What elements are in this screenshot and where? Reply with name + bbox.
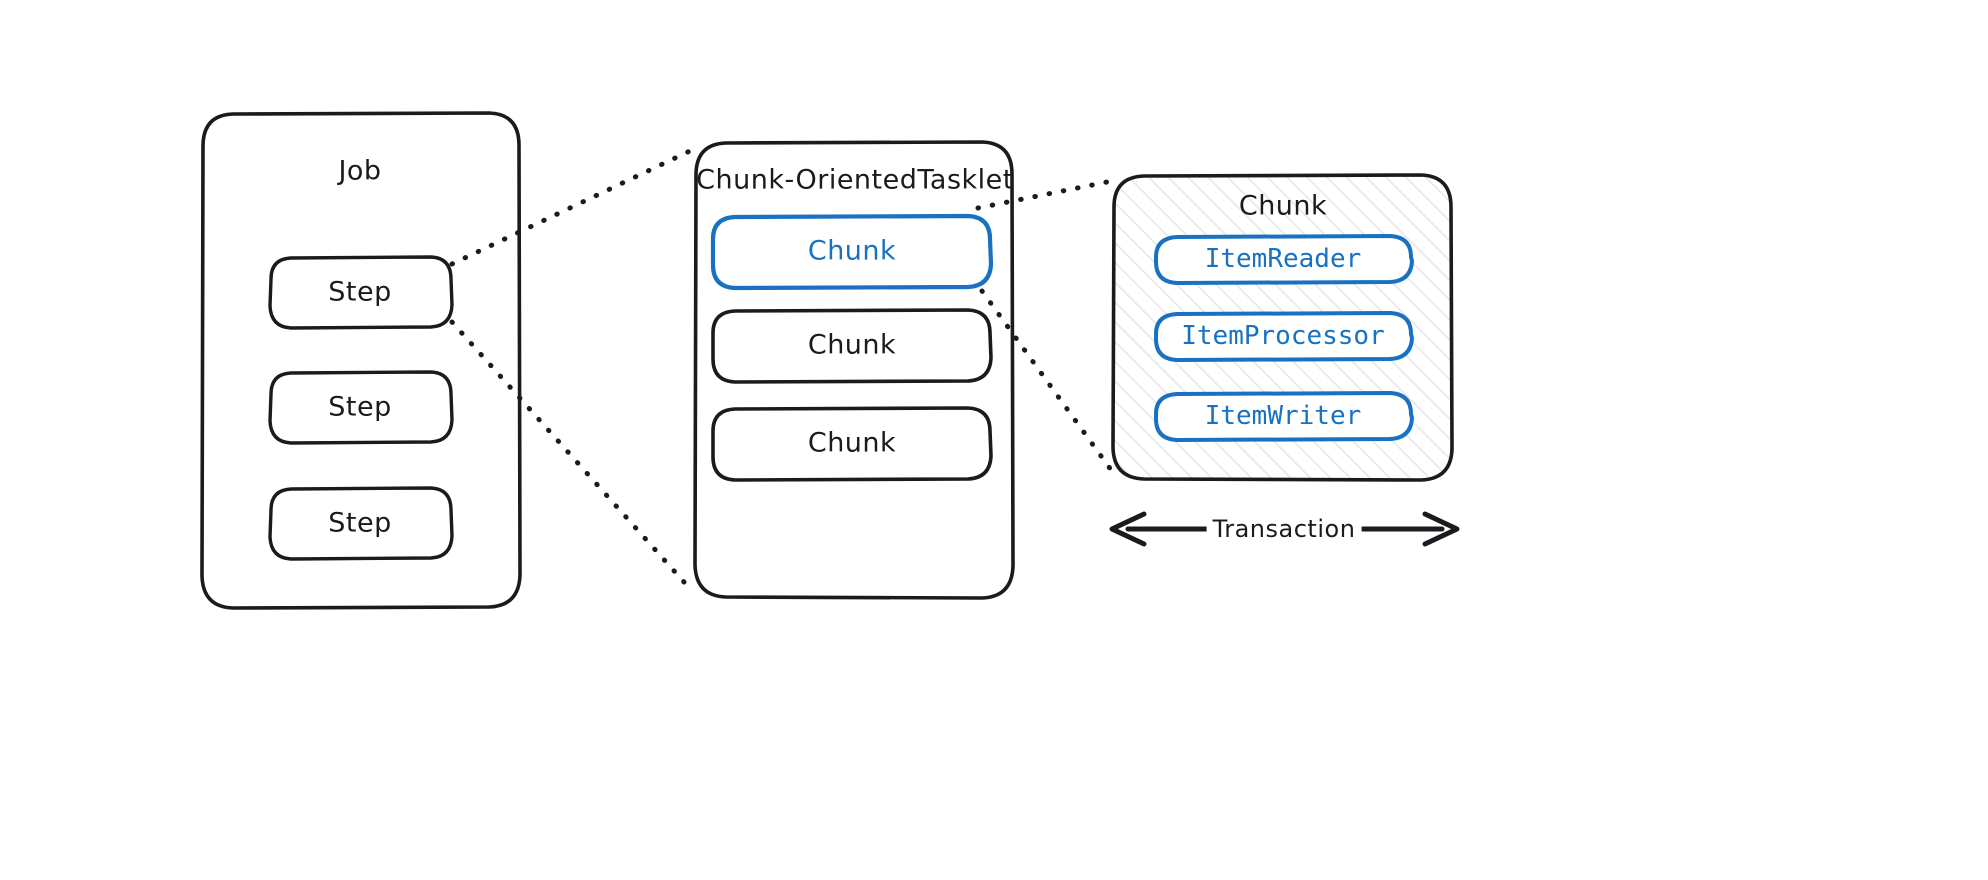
panel-job[interactable] [200,111,522,610]
connector-chunk-to-chunkpanel-top [975,178,1115,211]
tasklet-chunk-box-2[interactable] [711,308,993,384]
chunk-item-box-reader[interactable] [1154,234,1414,285]
job-step-box-2[interactable] [268,370,454,445]
job-step-box-1[interactable] [268,255,454,330]
transaction-arrow [1109,511,1460,547]
tasklet-chunk-box-3[interactable] [711,406,993,482]
connector-step-to-tasklet-bottom [449,319,695,594]
connector-chunk-to-chunkpanel-bottom [979,288,1117,477]
job-step-box-3[interactable] [268,486,454,561]
connector-step-to-tasklet-top [449,147,695,267]
chunk-item-box-processor[interactable] [1154,311,1414,362]
tasklet-chunk-box-1[interactable] [710,213,994,291]
chunk-item-box-writer[interactable] [1154,391,1414,442]
panel-chunk-oriented-tasklet[interactable] [693,140,1015,600]
